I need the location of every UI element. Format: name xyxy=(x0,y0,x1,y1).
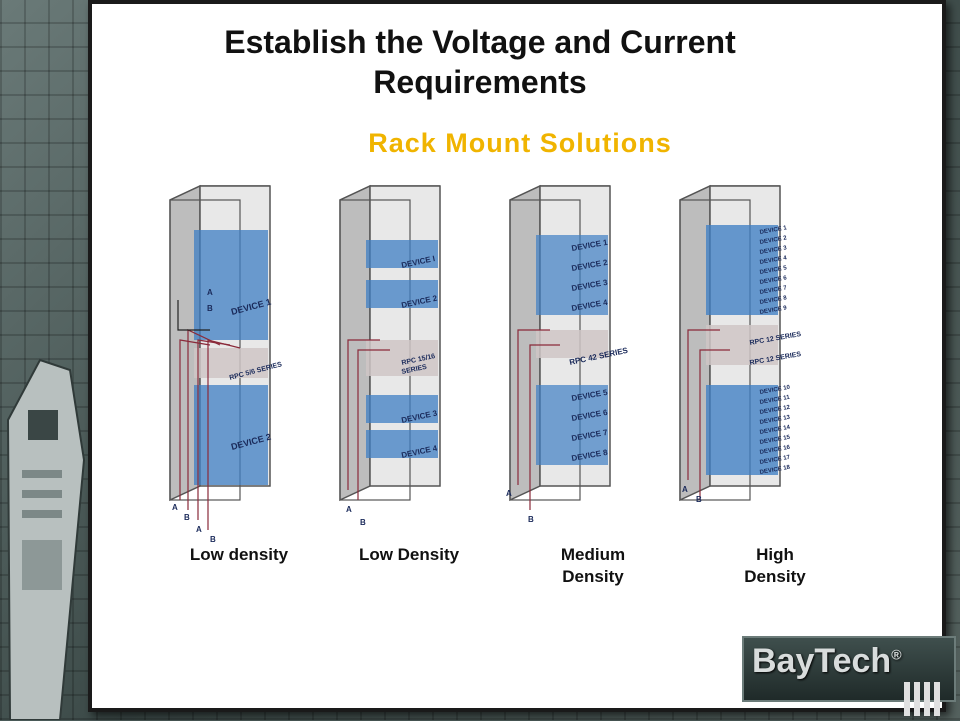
rack-3-device-6 xyxy=(536,405,608,425)
rack-4-device-4 xyxy=(706,255,778,265)
rack-4-device-17 xyxy=(706,455,778,465)
rack-3-wire-label-a: A xyxy=(506,489,512,498)
rack-4-label-device-1: DEVICE 1 xyxy=(759,225,788,236)
rack-1-inlet-label-b: B xyxy=(207,304,213,313)
rack-1-inlet-label-a: A xyxy=(207,288,213,297)
rack-2-device-1 xyxy=(366,240,438,268)
rack-3-device-3 xyxy=(536,275,608,295)
rack-4-label-device-10: DEVICE 10 xyxy=(759,385,791,396)
rack-4-device-8 xyxy=(706,295,778,305)
rack-4-device-11 xyxy=(706,395,778,405)
slide-subtitle: Rack Mount Solutions xyxy=(368,128,672,158)
rack-1-inlet-wire xyxy=(177,300,210,331)
rack-4-label-device-9: DEVICE 9 xyxy=(759,305,788,316)
rack-4-label-device-13: DEVICE 13 xyxy=(759,415,791,426)
rack-4-device-18 xyxy=(706,465,778,475)
rack-1-wire-4 xyxy=(207,339,241,530)
baytech-logo: BayTech® xyxy=(752,642,902,681)
rack-1-wire-label-b1: B xyxy=(184,513,190,522)
rack-2-device-2 xyxy=(366,280,438,308)
rack-4-wire-label-a: A xyxy=(682,485,688,494)
rack-4-side xyxy=(679,184,711,502)
rack-1-series xyxy=(194,348,268,378)
rack-4-label-device-15: DEVICE 15 xyxy=(759,435,791,446)
rack-4-label-device-4: DEVICE 4 xyxy=(759,255,788,266)
rack-2-series xyxy=(366,340,438,376)
title-line-2: Requirements xyxy=(373,64,587,100)
rack-4-device-16 xyxy=(706,445,778,455)
rack-1-wire-label-a1: A xyxy=(172,503,178,512)
caption-rack-4-line-1: High xyxy=(756,545,794,564)
baytech-logo-box xyxy=(742,636,956,702)
rack-3-device-4 xyxy=(536,295,608,315)
rack-3-device-7 xyxy=(536,425,608,445)
rack-4-label-device-8: DEVICE 8 xyxy=(759,295,788,306)
logo-bars-icon xyxy=(904,682,944,721)
rack-3-device-1 xyxy=(536,235,608,255)
rack-4-label-device-5: DEVICE 5 xyxy=(759,265,788,276)
registered-mark: ® xyxy=(891,646,902,663)
caption-rack-4: High Density xyxy=(700,544,850,588)
rack-2-side xyxy=(339,184,371,502)
rack-4-label-device-14: DEVICE 14 xyxy=(759,425,791,436)
rack-4-label-device-7: DEVICE 7 xyxy=(759,285,788,296)
rack-3-series xyxy=(536,330,608,358)
rack-4-label-device-11: DEVICE 11 xyxy=(759,395,791,406)
rack-4-wire-b xyxy=(699,349,730,500)
rack-4-device-14 xyxy=(706,425,778,435)
rack-4-device-12 xyxy=(706,405,778,415)
rack-4-label-device-17: DEVICE 17 xyxy=(759,455,791,466)
caption-rack-3-line-1: Medium xyxy=(560,545,626,564)
rack-2-wire-b xyxy=(357,349,390,500)
caption-rack-2-line-1: Low Density xyxy=(358,545,460,564)
rack-1-device-2 xyxy=(194,385,268,485)
rack-2-wire-label-a: A xyxy=(346,505,352,514)
caption-rack-3-line-2: Density xyxy=(562,567,624,586)
rack-2-wire-a xyxy=(347,339,380,490)
rack-4-label-device-18: DEVICE 18 xyxy=(759,465,791,476)
rack-3-side xyxy=(509,184,541,502)
rack-4-label-device-6: DEVICE 6 xyxy=(759,275,788,286)
title-line-1: Establish the Voltage and Current xyxy=(224,24,736,60)
rack-3-device-8 xyxy=(536,445,608,465)
rack-4-device-13 xyxy=(706,415,778,425)
rack-3-wire-b xyxy=(529,344,560,510)
rack-4-device-3 xyxy=(706,245,778,255)
caption-rack-1: Low density xyxy=(164,544,314,566)
rack-4-label-device-12: DEVICE 12 xyxy=(759,405,791,416)
slide-title: Establish the Voltage and Current Requir… xyxy=(0,22,960,102)
rack-2-device-4 xyxy=(366,430,438,458)
baytech-logo-text: BayTech xyxy=(752,642,892,680)
rack-4-label-device-3: DEVICE 3 xyxy=(759,245,788,256)
rack-4-device-10 xyxy=(706,385,778,395)
rack-4-series xyxy=(706,325,778,365)
rack-4-device-1 xyxy=(706,225,778,235)
rack-4-device-5 xyxy=(706,265,778,275)
caption-rack-4-line-2: Density xyxy=(744,567,806,586)
caption-rack-3: Medium Density xyxy=(518,544,668,588)
rack-1-wire-label-b2: B xyxy=(210,535,216,544)
rack-3-device-2 xyxy=(536,255,608,275)
rack-2-wire-label-b: B xyxy=(360,518,366,527)
rack-4-device-15 xyxy=(706,435,778,445)
rack-4-wire-a xyxy=(687,329,720,480)
rack-1-device-1 xyxy=(194,230,268,340)
rack-4-device-7 xyxy=(706,285,778,295)
rack-4-device-2 xyxy=(706,235,778,245)
rack-1-wire xyxy=(179,339,211,500)
rack-4-label-device-16: DEVICE 16 xyxy=(759,445,791,456)
rack-3-wire-label-b: B xyxy=(528,515,534,524)
rack-1-wire-label-a2: A xyxy=(196,525,202,534)
rack-3-wire-a xyxy=(517,329,550,485)
rack-2-device-3 xyxy=(366,395,438,423)
rack-3-device-5 xyxy=(536,385,608,405)
caption-rack-1-line-1: Low density xyxy=(189,545,289,564)
caption-rack-2: Low Density xyxy=(334,544,484,566)
rack-4-label-device-2: DEVICE 2 xyxy=(759,235,788,246)
rack-4-device-6 xyxy=(706,275,778,285)
rack-4-device-9 xyxy=(706,305,778,315)
handheld-device-illustration xyxy=(6,358,86,720)
rack-4-wire-label-b: B xyxy=(696,495,702,504)
